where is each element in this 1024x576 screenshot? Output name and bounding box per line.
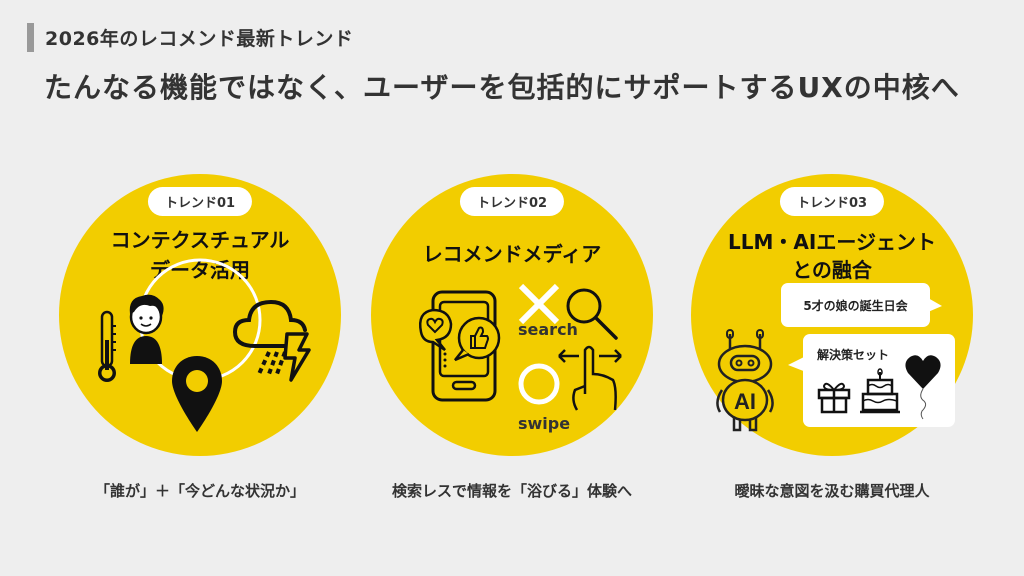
storm-cloud-icon bbox=[232, 299, 311, 382]
trend-title-line1: コンテクスチュアル bbox=[110, 228, 290, 252]
search-icon bbox=[566, 288, 618, 340]
page-title: たんなる機能ではなく、ユーザーを包括的にサポートするUXの中核へ bbox=[44, 71, 960, 104]
request-bubble-text: 5才の娘の誕生日会 bbox=[803, 298, 908, 313]
trend-card-01: トレンド01 コンテクスチュアル データ活用 bbox=[59, 174, 341, 456]
swipe-label: swipe bbox=[518, 414, 571, 433]
person-icon bbox=[129, 294, 164, 364]
trend-caption-03: 曖昧な意図を汲む購買代理人 bbox=[734, 482, 930, 500]
cake-icon bbox=[860, 368, 900, 414]
thermometer-icon bbox=[98, 310, 116, 382]
location-pin-icon bbox=[172, 356, 222, 432]
request-bubble: 5才の娘の誕生日会 bbox=[781, 283, 930, 327]
heart-balloon-icon bbox=[905, 355, 941, 420]
trend-badge: トレンド01 bbox=[147, 187, 253, 216]
trend-badge: トレンド03 bbox=[779, 187, 885, 216]
trend-badge: トレンド02 bbox=[459, 187, 565, 216]
gift-icon bbox=[817, 382, 851, 414]
circle-mark-icon bbox=[518, 363, 560, 405]
robot-icon: AI bbox=[716, 329, 774, 432]
kicker-text: 2026年のレコメンド最新トレンド bbox=[45, 27, 354, 50]
swipe-gesture-icon bbox=[558, 345, 622, 411]
trend-title-line1: LLM・AIエージェント bbox=[728, 230, 936, 254]
trend-caption-02: 検索レスで情報を「浴びる」体験へ bbox=[391, 482, 632, 500]
cross-mark-icon bbox=[518, 283, 560, 325]
section-kicker: 2026年のレコメンド最新トレンド bbox=[27, 22, 353, 52]
response-bubble-text: 解決策セット bbox=[817, 348, 890, 362]
robot-label: AI bbox=[734, 389, 756, 414]
trend-card-02: トレンド02 レコメンドメディア search swipe bbox=[371, 174, 653, 456]
trend-title-line2: との融合 bbox=[792, 258, 872, 282]
smartphone-social-icon bbox=[419, 290, 501, 402]
trend-caption-01: 「誰が」＋「今どんな状況か」 bbox=[94, 482, 305, 500]
accent-bar bbox=[27, 22, 34, 52]
bubble-tail-icon bbox=[928, 298, 942, 312]
search-label: search bbox=[518, 320, 578, 339]
trend-title-line1: レコメンドメディア bbox=[422, 242, 602, 266]
bubble-tail-icon bbox=[788, 356, 806, 372]
